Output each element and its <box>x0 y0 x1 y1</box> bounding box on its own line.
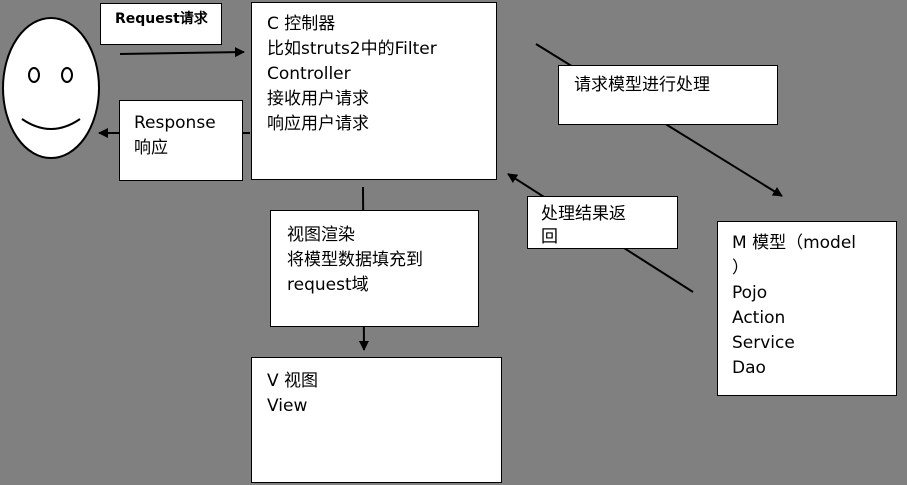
model-item-service: Service <box>732 333 795 353</box>
controller-box: C 控制器 比如struts2中的Filter Controller 接收用户请… <box>251 2 497 180</box>
process-return-text-2: 回 <box>541 227 558 247</box>
view-render-text-1: 视图渲染 <box>287 225 355 245</box>
process-return-text-1: 处理结果返 <box>541 204 626 224</box>
view-title: V 视图 <box>267 371 319 391</box>
view-render-text-3: request域 <box>287 275 369 295</box>
model-item-pojo: Pojo <box>732 283 768 303</box>
model-box: M 模型（model ） Pojo Action Service Dao <box>717 221 897 396</box>
response-label: Response 响应 <box>119 100 243 181</box>
process-request-text: 请求模型进行处理 <box>574 75 710 95</box>
view-render-text-2: 将模型数据填充到 <box>287 250 423 270</box>
model-item-action: Action <box>732 308 786 328</box>
model-title: M 模型（model <box>732 233 857 253</box>
view-render-label: 视图渲染 将模型数据填充到 request域 <box>270 210 479 327</box>
controller-line-4: 接收用户请求 <box>267 89 369 109</box>
request-label: Request请求 <box>100 3 222 45</box>
request-arrow <box>119 47 245 58</box>
view-box: V 视图 View <box>251 357 502 483</box>
request-text: Request请求 <box>115 11 208 27</box>
controller-line-5: 响应用户请求 <box>267 114 369 134</box>
model-item-dao: Dao <box>732 358 766 378</box>
controller-line-2: 比如struts2中的Filter <box>267 39 437 59</box>
process-return-label: 处理结果返 回 <box>527 196 678 249</box>
controller-title: C 控制器 <box>267 14 336 34</box>
controller-line-3: Controller <box>267 64 351 84</box>
response-text-1: Response <box>134 113 216 133</box>
process-request-label: 请求模型进行处理 <box>558 65 778 125</box>
view-subtitle: View <box>267 396 308 416</box>
user-face-icon <box>2 17 100 159</box>
response-text-2: 响应 <box>134 138 168 158</box>
model-title-cont: ） <box>732 258 749 278</box>
